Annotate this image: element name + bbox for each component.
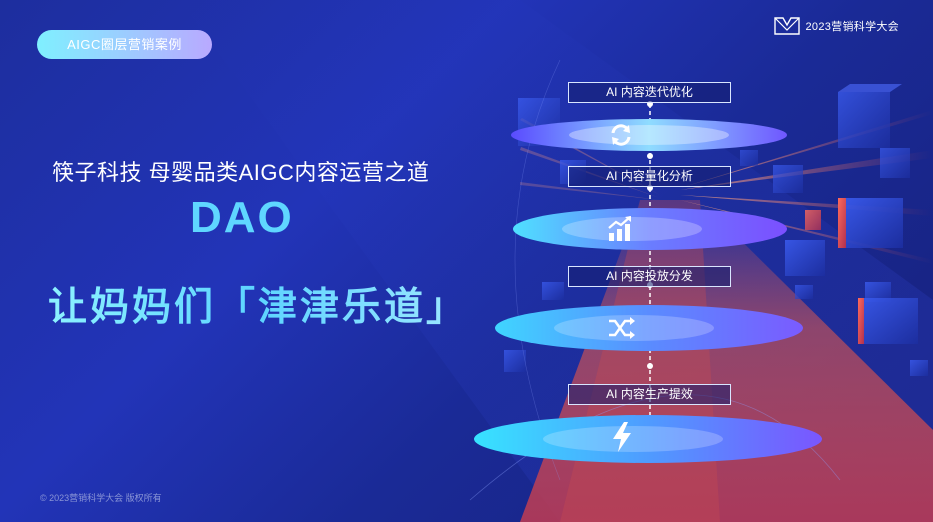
layer-disc-3: [494, 304, 804, 352]
layer-label-1: AI 内容迭代优化: [568, 82, 731, 103]
layer-label-4: AI 内容生产提效: [568, 384, 731, 405]
layer-disc-2: [512, 207, 788, 251]
conference-logo-icon: [773, 17, 800, 35]
dao-heading: DAO: [190, 193, 294, 242]
conference-logo: 2023营销科学大会: [773, 15, 899, 37]
page-slogan: 让妈妈们「津津乐道」: [48, 276, 468, 332]
copyright-text: © 2023营销科学大会 版权所有: [40, 493, 162, 503]
refresh-icon: [606, 120, 636, 150]
layer-disc-1: [510, 118, 788, 152]
shuffle-icon: [606, 313, 636, 343]
category-badge: AIGC圈层营销案例: [37, 30, 212, 59]
bar-chart-icon: [605, 214, 635, 244]
page-subtitle: 筷子科技 母婴品类AIGC内容运营之道: [52, 160, 430, 185]
layer-label-2: AI 内容量化分析: [568, 166, 731, 187]
conference-logo-text: 2023营销科学大会: [805, 21, 899, 33]
lightning-icon: [607, 422, 637, 452]
layer-disc-4: [473, 414, 823, 464]
layer-label-3: AI 内容投放分发: [568, 266, 731, 287]
